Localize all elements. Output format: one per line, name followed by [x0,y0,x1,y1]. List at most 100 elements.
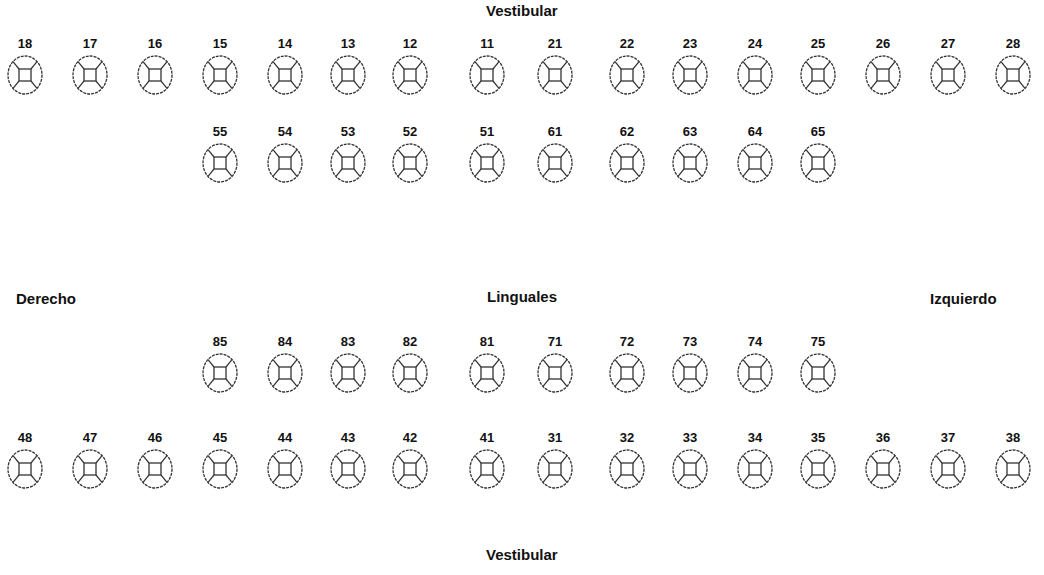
tooth-outline [5,54,45,96]
tooth-number: 44 [263,430,307,446]
tooth-number: 54 [263,124,307,140]
tooth-outline [863,448,903,490]
tooth-outline [670,352,710,394]
tooth-number: 42 [388,430,432,446]
tooth: 61 [533,124,577,186]
tooth-number: 38 [991,430,1035,446]
tooth-outline [928,448,968,490]
tooth-outline [670,54,710,96]
tooth-number: 45 [198,430,242,446]
tooth: 26 [861,36,905,98]
region-label: Vestibular [486,2,558,20]
tooth-number: 46 [133,430,177,446]
tooth-outline [535,54,575,96]
tooth-number: 18 [3,36,47,52]
tooth: 15 [198,36,242,98]
tooth-number: 83 [326,334,370,350]
tooth-outline [328,448,368,490]
tooth: 54 [263,124,307,186]
tooth-outline [5,448,45,490]
tooth: 83 [326,334,370,396]
tooth: 55 [198,124,242,186]
tooth-number: 52 [388,124,432,140]
tooth-outline [70,448,110,490]
tooth-outline [265,54,305,96]
tooth-number: 28 [991,36,1035,52]
tooth: 46 [133,430,177,492]
tooth-outline [607,142,647,184]
tooth-number: 23 [668,36,712,52]
tooth-number: 85 [198,334,242,350]
tooth-outline [735,352,775,394]
tooth-number: 26 [861,36,905,52]
tooth-outline [735,54,775,96]
tooth: 63 [668,124,712,186]
tooth: 65 [796,124,840,186]
tooth: 35 [796,430,840,492]
tooth-number: 34 [733,430,777,446]
tooth: 84 [263,334,307,396]
tooth-number: 62 [605,124,649,140]
tooth-number: 81 [465,334,509,350]
tooth-outline [735,448,775,490]
tooth-number: 22 [605,36,649,52]
tooth-number: 17 [68,36,112,52]
tooth-outline [135,54,175,96]
tooth-number: 35 [796,430,840,446]
tooth-outline [265,352,305,394]
tooth-outline [670,142,710,184]
tooth: 18 [3,36,47,98]
tooth-outline [265,448,305,490]
tooth: 51 [465,124,509,186]
tooth-outline [798,352,838,394]
tooth-number: 31 [533,430,577,446]
tooth: 73 [668,334,712,396]
tooth-outline [328,54,368,96]
tooth-number: 13 [326,36,370,52]
tooth: 44 [263,430,307,492]
tooth-number: 71 [533,334,577,350]
tooth-number: 84 [263,334,307,350]
tooth-outline [467,352,507,394]
tooth: 72 [605,334,649,396]
tooth-outline [607,54,647,96]
tooth: 22 [605,36,649,98]
tooth: 13 [326,36,370,98]
tooth: 71 [533,334,577,396]
tooth: 42 [388,430,432,492]
tooth-number: 36 [861,430,905,446]
tooth: 25 [796,36,840,98]
region-label: Izquierdo [930,290,997,308]
tooth: 81 [465,334,509,396]
tooth-outline [798,54,838,96]
tooth-number: 72 [605,334,649,350]
tooth-number: 55 [198,124,242,140]
tooth-outline [798,448,838,490]
tooth-outline [607,352,647,394]
tooth-number: 12 [388,36,432,52]
tooth-outline [390,352,430,394]
tooth: 82 [388,334,432,396]
tooth-outline [467,448,507,490]
tooth-number: 37 [926,430,970,446]
tooth-outline [735,142,775,184]
tooth-number: 43 [326,430,370,446]
tooth: 27 [926,36,970,98]
tooth-outline [863,54,903,96]
tooth: 75 [796,334,840,396]
tooth: 34 [733,430,777,492]
tooth: 33 [668,430,712,492]
tooth-number: 41 [465,430,509,446]
tooth: 16 [133,36,177,98]
tooth-outline [535,352,575,394]
tooth-outline [200,352,240,394]
tooth-number: 63 [668,124,712,140]
tooth: 64 [733,124,777,186]
tooth: 21 [533,36,577,98]
tooth-outline [607,448,647,490]
tooth-outline [798,142,838,184]
tooth-number: 15 [198,36,242,52]
tooth-outline [390,448,430,490]
tooth-number: 53 [326,124,370,140]
